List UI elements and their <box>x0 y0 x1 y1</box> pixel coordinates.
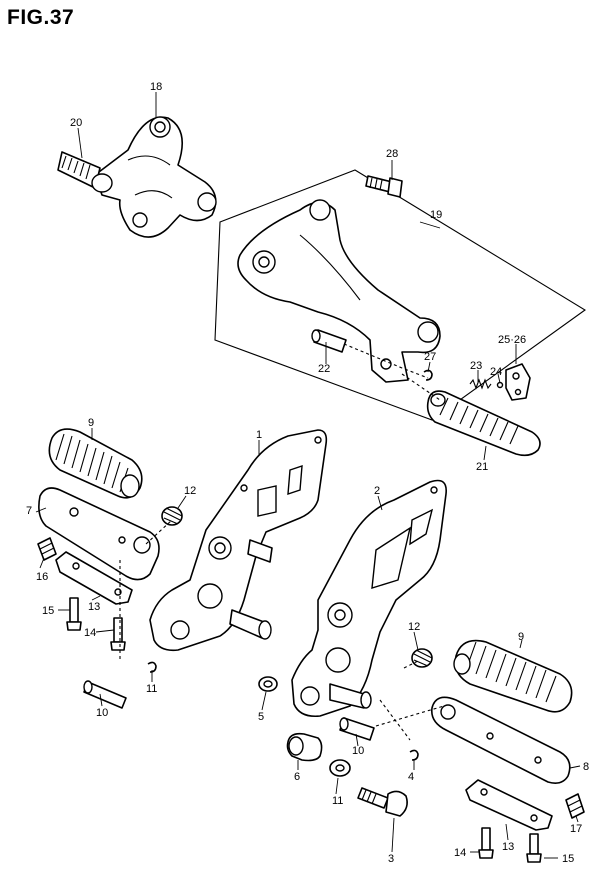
callout-6: 6 <box>294 771 300 783</box>
part-15-bolt-right <box>526 833 542 863</box>
callout-10-left: 10 <box>96 707 108 719</box>
part-18-rear-bracket <box>94 116 217 238</box>
callout-27: 27 <box>424 351 436 363</box>
part-20-footpeg <box>57 151 113 193</box>
part-10-pin-right <box>339 717 375 741</box>
part-7-footpeg-bracket-left <box>38 487 160 581</box>
callout-7: 7 <box>26 505 32 517</box>
callout-12-left: 12 <box>184 485 196 497</box>
part-5-washer <box>258 676 278 692</box>
callout-14-right: 14 <box>454 847 466 859</box>
callout-9-left: 9 <box>88 417 94 429</box>
callout-15-right: 15 <box>562 853 574 865</box>
callout-20: 20 <box>70 117 82 129</box>
part-8-footpeg-bracket-right <box>430 696 571 784</box>
callout-5: 5 <box>258 711 264 723</box>
callout-23: 23 <box>470 360 482 372</box>
part-25-26-plate <box>505 363 531 401</box>
callout-16: 16 <box>36 571 48 583</box>
part-17-rubber-right <box>565 793 585 819</box>
callout-15-left: 15 <box>42 605 54 617</box>
part-9-footpeg-rubber-left <box>48 428 143 499</box>
callout-13-right: 13 <box>502 841 514 853</box>
callout-2: 2 <box>374 485 380 497</box>
part-12-spring-right <box>411 648 433 668</box>
leader-lines <box>35 92 581 859</box>
callout-21: 21 <box>476 461 488 473</box>
part-13-plate-right <box>465 779 553 831</box>
callout-4: 11 <box>332 795 343 807</box>
callout-10-right: 10 <box>352 745 364 757</box>
callout-1: 1 <box>256 429 262 441</box>
callout-24: 24 <box>490 366 502 378</box>
part-14-bolt-left <box>110 617 126 651</box>
callout-22: 22 <box>318 363 330 375</box>
part-6-bushing <box>286 732 323 762</box>
assembly-19-outline-box <box>214 169 586 421</box>
part-12-spring-left <box>161 506 183 526</box>
callout-17: 17 <box>570 823 582 835</box>
callout-13-left: 13 <box>88 601 100 613</box>
part-23-spring <box>469 378 492 390</box>
callout-14-left: 14 <box>84 627 96 639</box>
part-19-bracket <box>237 199 441 383</box>
part-22-pin <box>311 329 347 353</box>
callout-11-left: 11 <box>146 683 157 695</box>
part-11-clip-right <box>409 749 419 761</box>
part-27-clip <box>423 369 433 381</box>
part-28-bolt <box>365 175 403 198</box>
part-15-bolt-left <box>66 597 82 631</box>
callout-12-right: 12 <box>408 621 420 633</box>
callout-19: 19 <box>430 209 442 221</box>
part-2-footrest-bracket-right <box>291 479 447 718</box>
callout-labels: 18 20 28 19 22 27 23 24 25·26 21 9 1 12 … <box>26 81 589 865</box>
part-1-footrest-bracket-left <box>149 429 328 652</box>
figure-title: FIG.37 <box>7 6 75 29</box>
callout-11-right: 4 <box>408 771 414 783</box>
callout-3: 3 <box>388 853 394 865</box>
callout-25-26: 25·26 <box>498 334 526 346</box>
part-10-pin-left <box>83 680 127 709</box>
callout-9-right: 9 <box>518 631 524 643</box>
part-14-bolt-right <box>478 827 494 859</box>
callout-8: 8 <box>583 761 589 773</box>
part-9-footpeg-rubber-right <box>453 639 573 713</box>
part-21-footpeg <box>426 390 541 457</box>
callout-28: 28 <box>386 148 398 160</box>
part-4-washer <box>329 759 351 777</box>
part-13-plate-left <box>55 551 133 605</box>
part-11-clip-left <box>147 661 157 673</box>
part-24-washer <box>496 381 504 389</box>
callout-18: 18 <box>150 81 162 93</box>
part-3-bolt <box>357 787 408 817</box>
part-16-rubber-left <box>37 537 57 561</box>
